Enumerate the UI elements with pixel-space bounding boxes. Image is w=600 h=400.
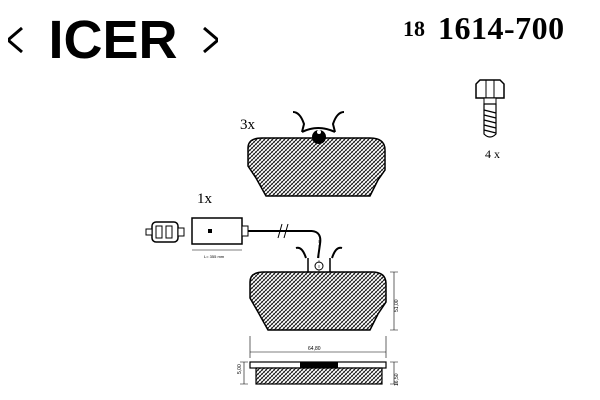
logo-text: ICER — [48, 10, 177, 70]
wear-sensor: L= 355 mm — [145, 217, 322, 259]
upper-brake-pad — [247, 111, 386, 197]
clip-hole-icon — [312, 130, 326, 144]
width-dimension-label: 64,80 — [308, 346, 321, 352]
bolt-icon — [475, 79, 505, 138]
thickness-dimension-label: 16,50 — [394, 373, 400, 386]
sensor-housing — [191, 217, 243, 245]
part-number-prefix: 18 — [403, 16, 425, 41]
sensor-quantity-label: 1x — [197, 191, 212, 207]
pad-side-profile: 5,00 16,50 — [237, 361, 400, 386]
part-number: 1614-700 — [438, 10, 565, 46]
bolts-quantity-label: 4 x — [485, 147, 500, 161]
icer-logo: ICER — [8, 9, 218, 70]
cable-length-label: L= 355 mm — [204, 254, 225, 259]
lower-brake-pad: 51,00 64,80 — [249, 240, 400, 358]
height-dimension-label: 51,00 — [394, 299, 400, 312]
pads-quantity-label: 3x — [240, 117, 255, 133]
backplate-dimension-label: 5,00 — [237, 364, 243, 374]
